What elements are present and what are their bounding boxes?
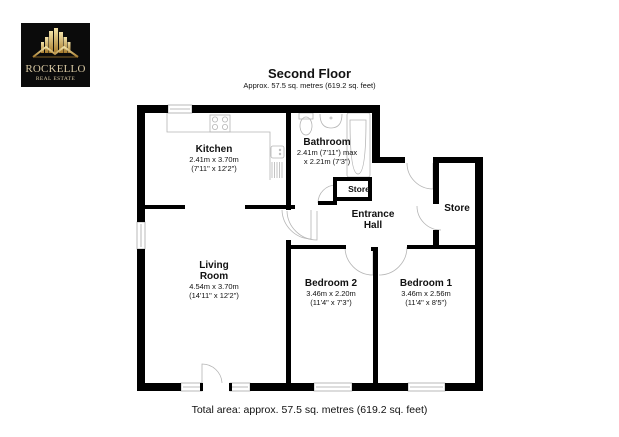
room-name-line2: Room [199,271,229,282]
room-name: Store [348,184,370,194]
door-swing-entrance [406,162,434,190]
room-name: Bathroom [303,137,351,148]
room-dim-metric: 4.54m x 3.70m [189,282,239,291]
door-swing-bedroom2 [344,246,374,276]
total-area: Total area: approx. 57.5 sq. metres (619… [191,404,428,416]
room-name: Bedroom 2 [304,278,358,289]
room-name: Store [444,203,470,214]
hob-icon [209,114,231,133]
room-name-line2: Hall [363,220,383,231]
door-swing-front [201,363,223,384]
room-store-right: Store [444,203,470,214]
room-store-small: Store [348,184,370,195]
logo-name: ROCKELLO [25,63,86,75]
room-dim-metric: 3.46m x 2.20m [306,289,356,298]
room-bedroom-2: Bedroom 2 3.46m x 2.20m (11'4" x 7'3") [305,278,357,307]
room-bedroom-1: Bedroom 1 3.46m x 2.56m (11'4" x 8'5") [400,278,452,307]
room-entrance-hall: Entrance Hall [352,209,395,231]
washbasin-icon [319,113,343,129]
room-dim-imperial: (14'11" x 12'2") [189,291,239,300]
room-name: Kitchen [195,144,233,155]
logo-subtitle: REAL ESTATE [35,76,76,82]
room-dim-imperial: (11'4" x 7'3") [310,298,352,307]
room-dim-imperial: (11'4" x 8'5") [405,298,447,307]
door-swing-bedroom1 [378,246,408,276]
room-dim-metric: 2.41m (7'11") max [296,148,358,157]
room-dim-metric: 2.41m x 3.70m [189,155,239,164]
walls [137,105,483,391]
windows [136,104,446,392]
room-name: Bedroom 1 [399,278,453,289]
room-name: Living [199,260,229,271]
sink-icon [270,145,285,159]
floor-area-subtitle: Approx. 57.5 sq. metres (619.2 sq. feet) [243,81,376,90]
drainer-icon [271,162,283,178]
door-swing-living [281,209,312,240]
room-dim-imperial: x 2.21m (7'3") [303,157,351,166]
room-name: Entrance [351,209,395,220]
floor-title: Second Floor [267,66,352,81]
rockello-logo: ROCKELLO REAL ESTATE [21,23,90,87]
room-dim-imperial: (7'11" x 12'2") [191,164,237,173]
door-swing-store-right [416,205,442,231]
room-bathroom: Bathroom 2.41m (7'11") max x 2.21m (7'3"… [297,137,357,166]
building-skyline-icon [32,28,79,58]
toilet-icon [299,116,313,136]
room-dim-metric: 3.46m x 2.56m [401,289,451,298]
room-living-room: Living Room 4.54m x 3.70m (14'11" x 12'2… [189,260,239,300]
room-kitchen: Kitchen 2.41m x 3.70m (7'11" x 12'2") [189,144,239,173]
